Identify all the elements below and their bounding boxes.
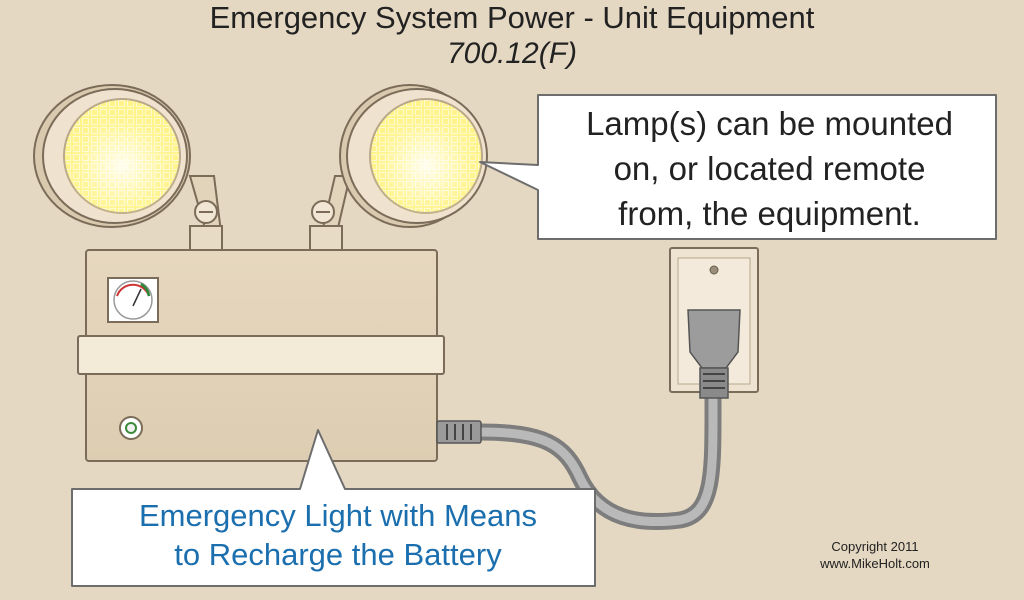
- unit-callout-line: Emergency Light with Means: [138, 498, 538, 533]
- pilot-light-icon: [119, 416, 143, 440]
- right-lamp-head-icon: [339, 84, 488, 228]
- unit-callout-bubble: [71, 429, 596, 587]
- diagram-title: Emergency System Power - Unit Equipment: [209, 0, 815, 35]
- unit-callout-line: to Recharge the Battery: [174, 537, 502, 572]
- code-reference: 700.12(F): [446, 37, 578, 70]
- lamp-callout-line: on, or located remote: [613, 150, 926, 187]
- left-lamp-head-icon: [33, 84, 191, 228]
- meter-gauge-icon: [107, 277, 159, 323]
- lamp-callout-line: from, the equipment.: [618, 195, 921, 232]
- lamp-callout-bubble: [479, 94, 997, 240]
- copyright-line: Copyright 2011: [831, 539, 919, 554]
- plug-icon: [687, 309, 741, 399]
- unit-callout-text: Emergency Light with Means to Recharge t…: [78, 496, 598, 574]
- cord-strain-relief: [436, 420, 482, 444]
- lamp-callout-line: Lamp(s) can be mounted: [586, 105, 953, 142]
- right-lamp-arm: [309, 175, 352, 253]
- emergency-unit-box: [77, 249, 482, 462]
- lamp-callout-text: Lamp(s) can be mounted on, or located re…: [547, 101, 992, 236]
- left-lamp-arm: [188, 175, 223, 253]
- power-cord-highlight: [475, 390, 718, 527]
- copyright-website: www.MikeHolt.com: [820, 556, 930, 571]
- copyright-notice: Copyright 2011 www.MikeHolt.com: [790, 538, 960, 572]
